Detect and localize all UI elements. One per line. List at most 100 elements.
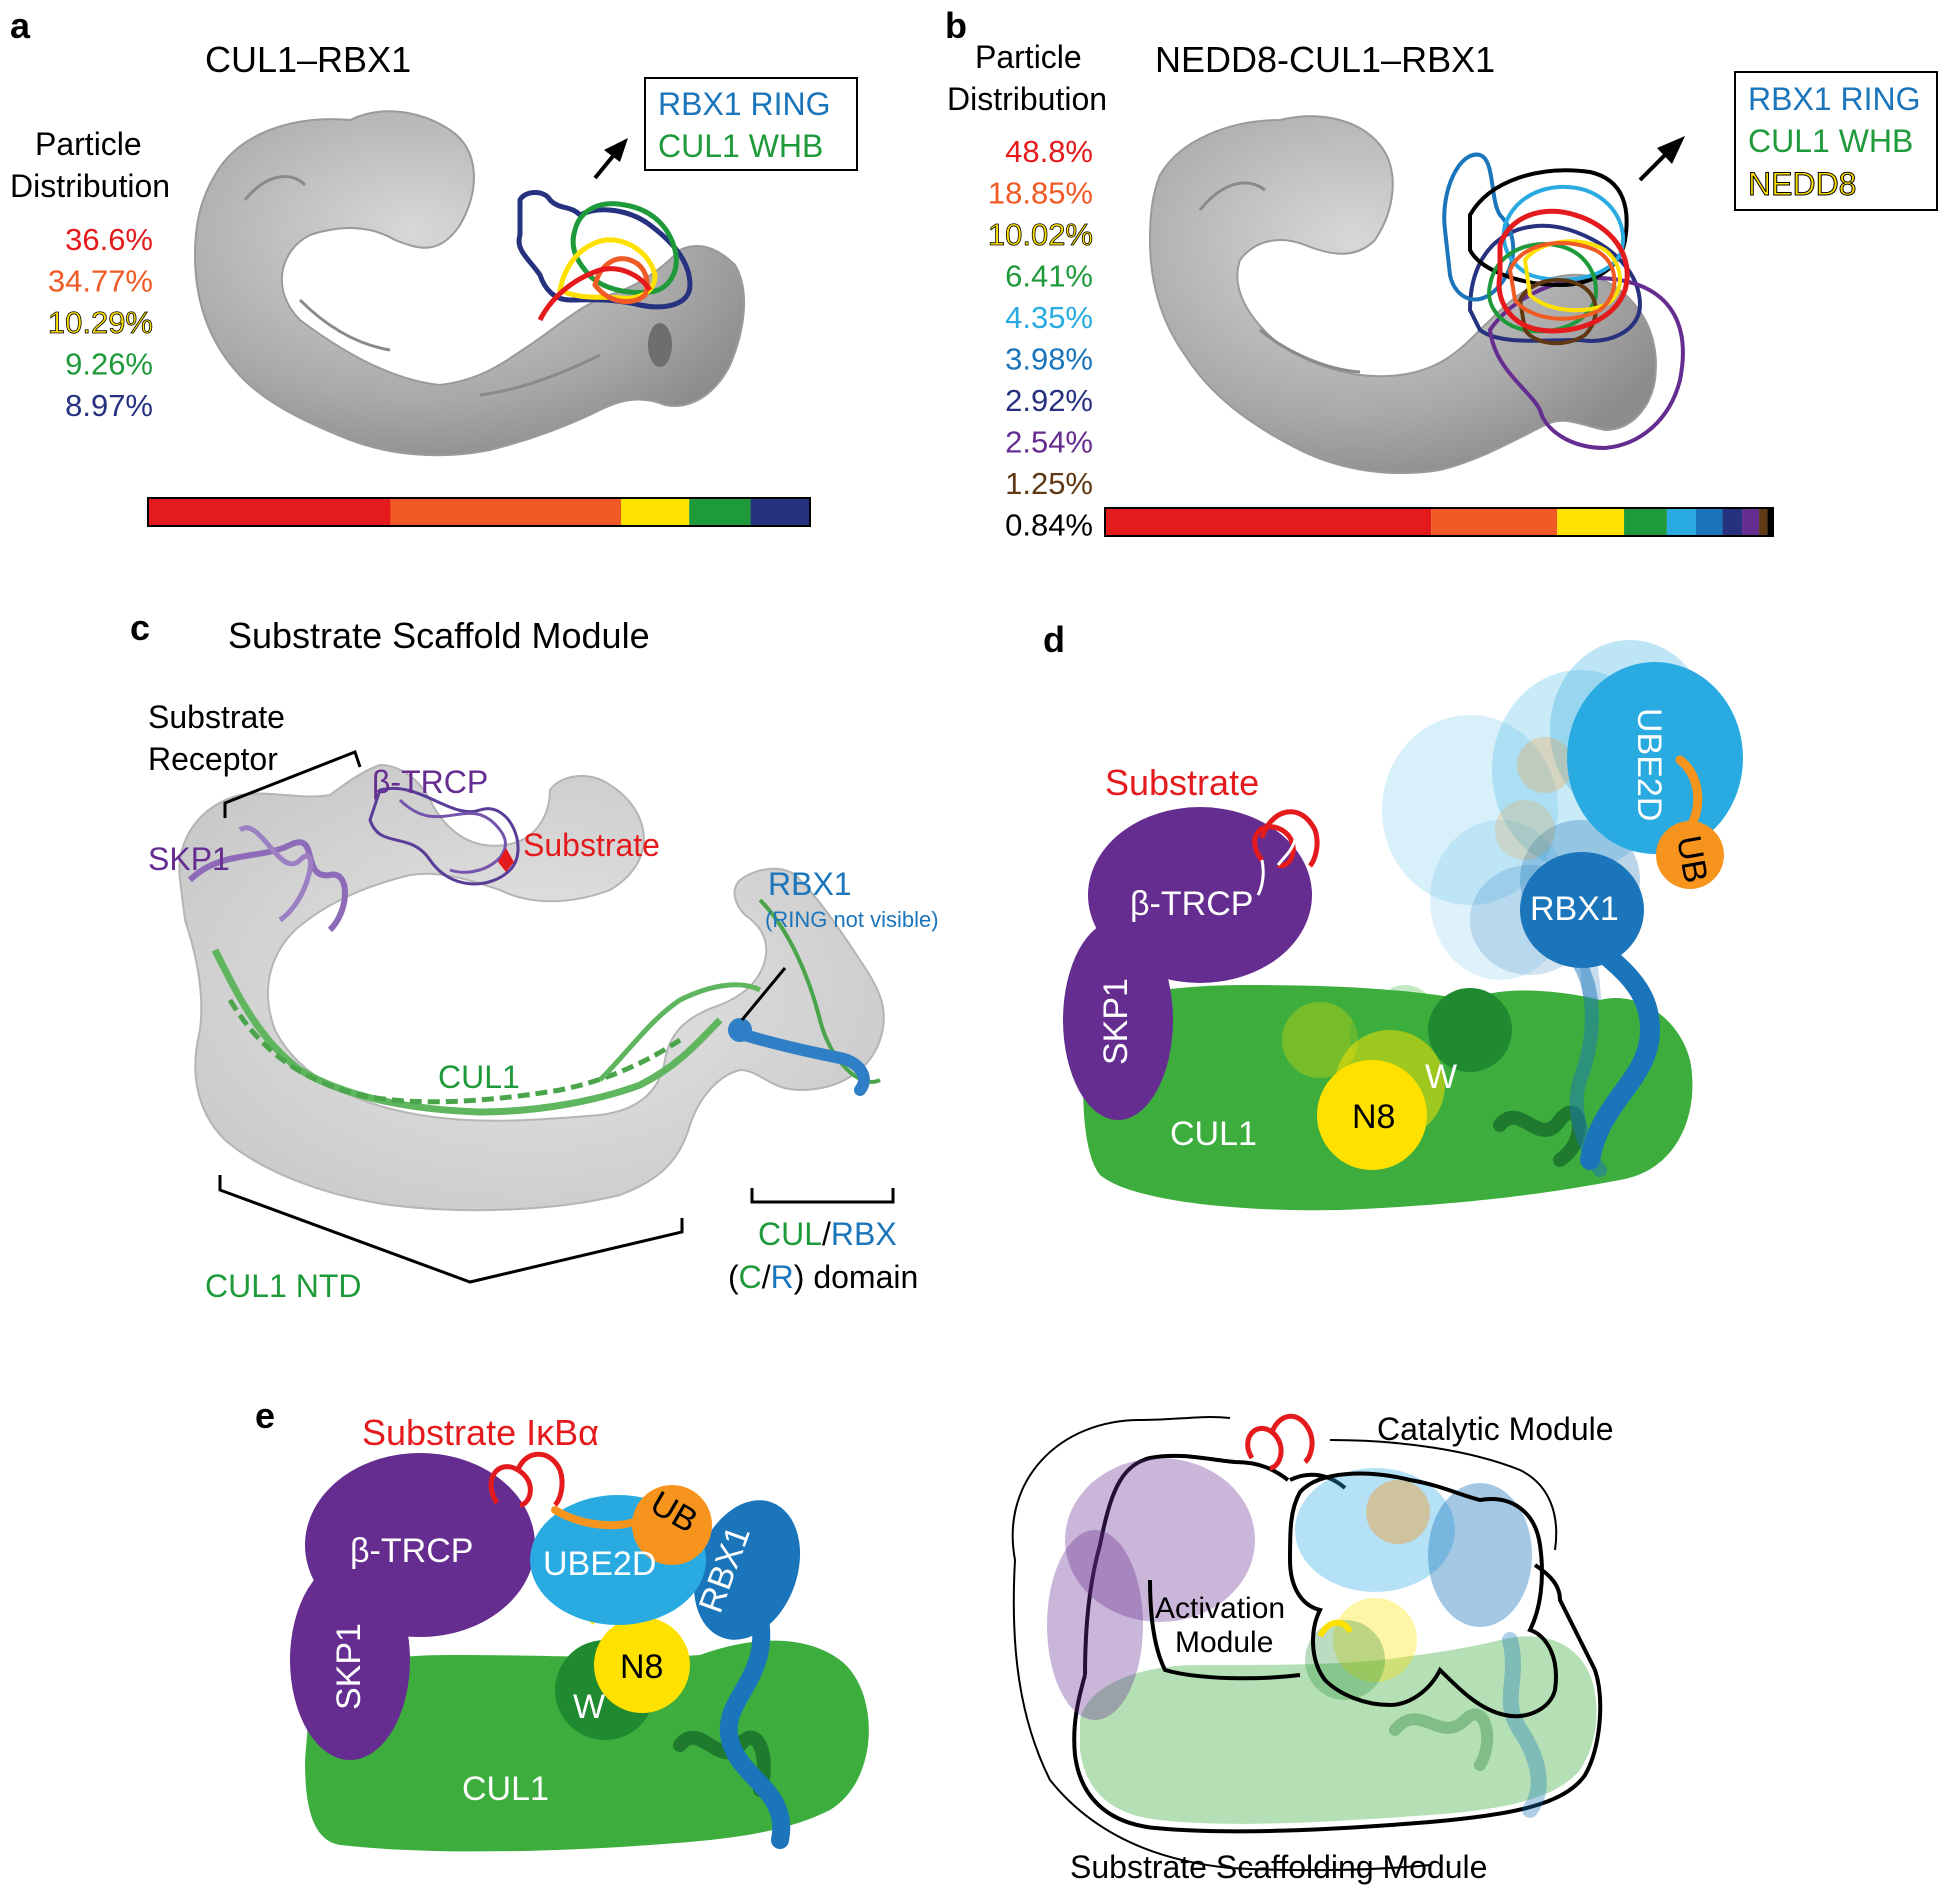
panel-c-cul-rbx-label: CUL/RBX	[758, 1216, 897, 1252]
panel-e-catalytic-outline	[1287, 1471, 1558, 1719]
particle-percentage: 1.25%	[1005, 466, 1093, 501]
panel-d-substrate-strand	[1252, 824, 1296, 868]
panel-e-module-rbx1	[1428, 1483, 1532, 1627]
panel-b-distribution-bar	[1105, 508, 1773, 536]
panel-d-rbx1	[1520, 852, 1644, 968]
particle-percentage: 2.54%	[1005, 425, 1093, 460]
panel-c-rbx: RBX	[831, 1216, 897, 1252]
panel-c-domain-close: ) domain	[794, 1259, 919, 1295]
particle-percentage: 2.92%	[1005, 383, 1093, 418]
panel-e-module-cul1-outline	[1072, 1453, 1603, 1834]
panel-a-arrow-head	[604, 138, 628, 162]
distribution-segment	[689, 498, 751, 526]
panel-e-substrate: Substrate IκBα	[362, 1412, 599, 1453]
panel-e-scaffolding-label: Substrate Scaffolding Module	[1070, 1849, 1487, 1885]
panel-c-rbx1: RBX1	[768, 866, 852, 902]
panel-c-skp1-ribbon	[187, 839, 348, 933]
panel-b-outline-cyan	[1501, 184, 1626, 282]
panel-e-activation-outline	[1148, 1579, 1301, 1681]
particle-percentage: 34.77%	[48, 264, 153, 299]
panel-a-outline-orange	[592, 256, 650, 305]
panel-b-legend-rbx1: RBX1 RING	[1748, 81, 1920, 117]
panel-b-outline-red	[1496, 208, 1630, 334]
panel-a-outline-navy	[516, 190, 693, 310]
panel-e-catalytic-arc	[1329, 1439, 1558, 1551]
panel-b-legend-nedd8: NEDD8	[1748, 166, 1856, 202]
panel-d-substrate-loop	[1259, 809, 1320, 868]
panel-d-ghost-ub-2	[1517, 737, 1573, 793]
panel-c-ntd-bracket	[218, 1175, 684, 1284]
distribution-segment	[1759, 508, 1768, 536]
panel-b-percentages: 48.8%18.85%10.02%6.41%4.35%3.98%2.92%2.5…	[987, 134, 1093, 543]
panel-b-dist-title-1: Particle	[975, 39, 1082, 75]
panel-b-arrow-head	[1657, 136, 1685, 164]
panel-a-map-shade-1	[243, 175, 307, 201]
panel-e-catalytic-label: Catalytic Module	[1377, 1411, 1614, 1447]
panel-c-domain-open: (	[728, 1259, 739, 1295]
distribution-segment	[1105, 508, 1432, 536]
panel-d-w-label: W	[1425, 1058, 1457, 1096]
panel-e-cul1	[305, 1640, 869, 1852]
panel-e: e Substrate IκBα β-TRCP SKP1 UBE2D UB RB…	[255, 1395, 1614, 1885]
panel-c-rbx1-blob	[728, 1018, 752, 1042]
panel-a-bar-frame	[147, 497, 811, 527]
panel-e-skp1-label: SKP1	[330, 1623, 368, 1710]
panel-e-module-diagram: Catalytic Module Activation Module Subst…	[1011, 1411, 1614, 1885]
panel-a-percentages: 36.6%34.77%10.29%9.26%8.97%	[47, 222, 153, 423]
panel-e-module-n8-linker	[1317, 1619, 1353, 1638]
panel-a-map-shade-2	[298, 298, 391, 352]
panel-a-label: a	[10, 5, 31, 46]
distribution-segment	[1742, 508, 1760, 536]
panel-a-legend-box	[644, 77, 858, 171]
panel-c-btrcp: β-TRCP	[372, 764, 488, 800]
panel-c-cr-bracket	[750, 1188, 895, 1204]
panel-c-cul1-ntd: CUL1 NTD	[205, 1268, 361, 1304]
panel-e-label: e	[255, 1395, 275, 1436]
panel-e-n8-label: N8	[620, 1648, 663, 1686]
panel-d-rbx1-tail-ghost	[1563, 943, 1607, 1177]
panel-e-module-rbx1-tail	[1502, 1632, 1547, 1818]
panel-e-n8	[594, 1617, 690, 1713]
panel-c-cul1-ribbon-3	[598, 982, 762, 1082]
panel-c-domain-c: C	[739, 1259, 762, 1295]
panel-e-btrcp	[305, 1453, 535, 1637]
panel-d-n8	[1317, 1060, 1427, 1170]
panel-e-activation-label-1: Activation	[1155, 1592, 1285, 1625]
particle-percentage: 36.6%	[65, 222, 153, 257]
panel-a-legend-rbx1: RBX1 RING	[658, 86, 830, 122]
distribution-segment	[390, 498, 621, 526]
particle-percentage: 48.8%	[1005, 134, 1093, 169]
panel-d: d Substrate β-TRCP	[1043, 619, 1743, 1211]
particle-percentage: 6.41%	[1005, 259, 1093, 294]
distribution-segment	[1722, 508, 1743, 536]
distribution-segment	[1767, 508, 1773, 536]
panel-a-legend-cul1: CUL1 WHB	[658, 128, 823, 164]
panel-d-ub-label: UB	[1669, 833, 1715, 886]
panel-c-substrate-receptor-1: Substrate	[148, 699, 285, 735]
panel-e-btrcp-label: β-TRCP	[350, 1532, 473, 1570]
panel-d-whb	[1428, 988, 1512, 1072]
distribution-segment	[750, 498, 810, 526]
panel-d-substrate: Substrate	[1105, 762, 1259, 803]
particle-percentage: 9.26%	[65, 347, 153, 382]
panel-c-domain-r: R	[771, 1259, 794, 1295]
panel-d-btrcp-label: β-TRCP	[1130, 885, 1253, 923]
particle-percentage: 4.35%	[1005, 300, 1093, 335]
panel-c-cul1: CUL1	[438, 1059, 520, 1095]
panel-c-ring-note: (RING not visible)	[765, 907, 939, 932]
panel-b-map-shade-2	[1259, 328, 1361, 374]
distribution-segment	[1624, 508, 1667, 536]
panel-b-title: NEDD8-CUL1–RBX1	[1155, 39, 1495, 80]
panel-d-cul1-label: CUL1	[1170, 1115, 1257, 1153]
panel-d-ghost-e2-1	[1382, 715, 1558, 905]
panel-d-rbx1-label: RBX1	[1530, 890, 1619, 928]
panel-d-substrate-outline	[1256, 814, 1298, 896]
panel-b-label: b	[945, 5, 967, 46]
particle-percentage: 0.84%	[1005, 508, 1093, 543]
panel-e-ube2d-label: UBE2D	[543, 1545, 656, 1583]
panel-c-cul1-ribbon	[211, 948, 723, 1116]
panel-c-rbx1-pointer	[740, 967, 787, 1021]
panel-c-substrate: Substrate	[523, 827, 660, 863]
panel-c-cul1-ribbon-2	[227, 998, 682, 1105]
